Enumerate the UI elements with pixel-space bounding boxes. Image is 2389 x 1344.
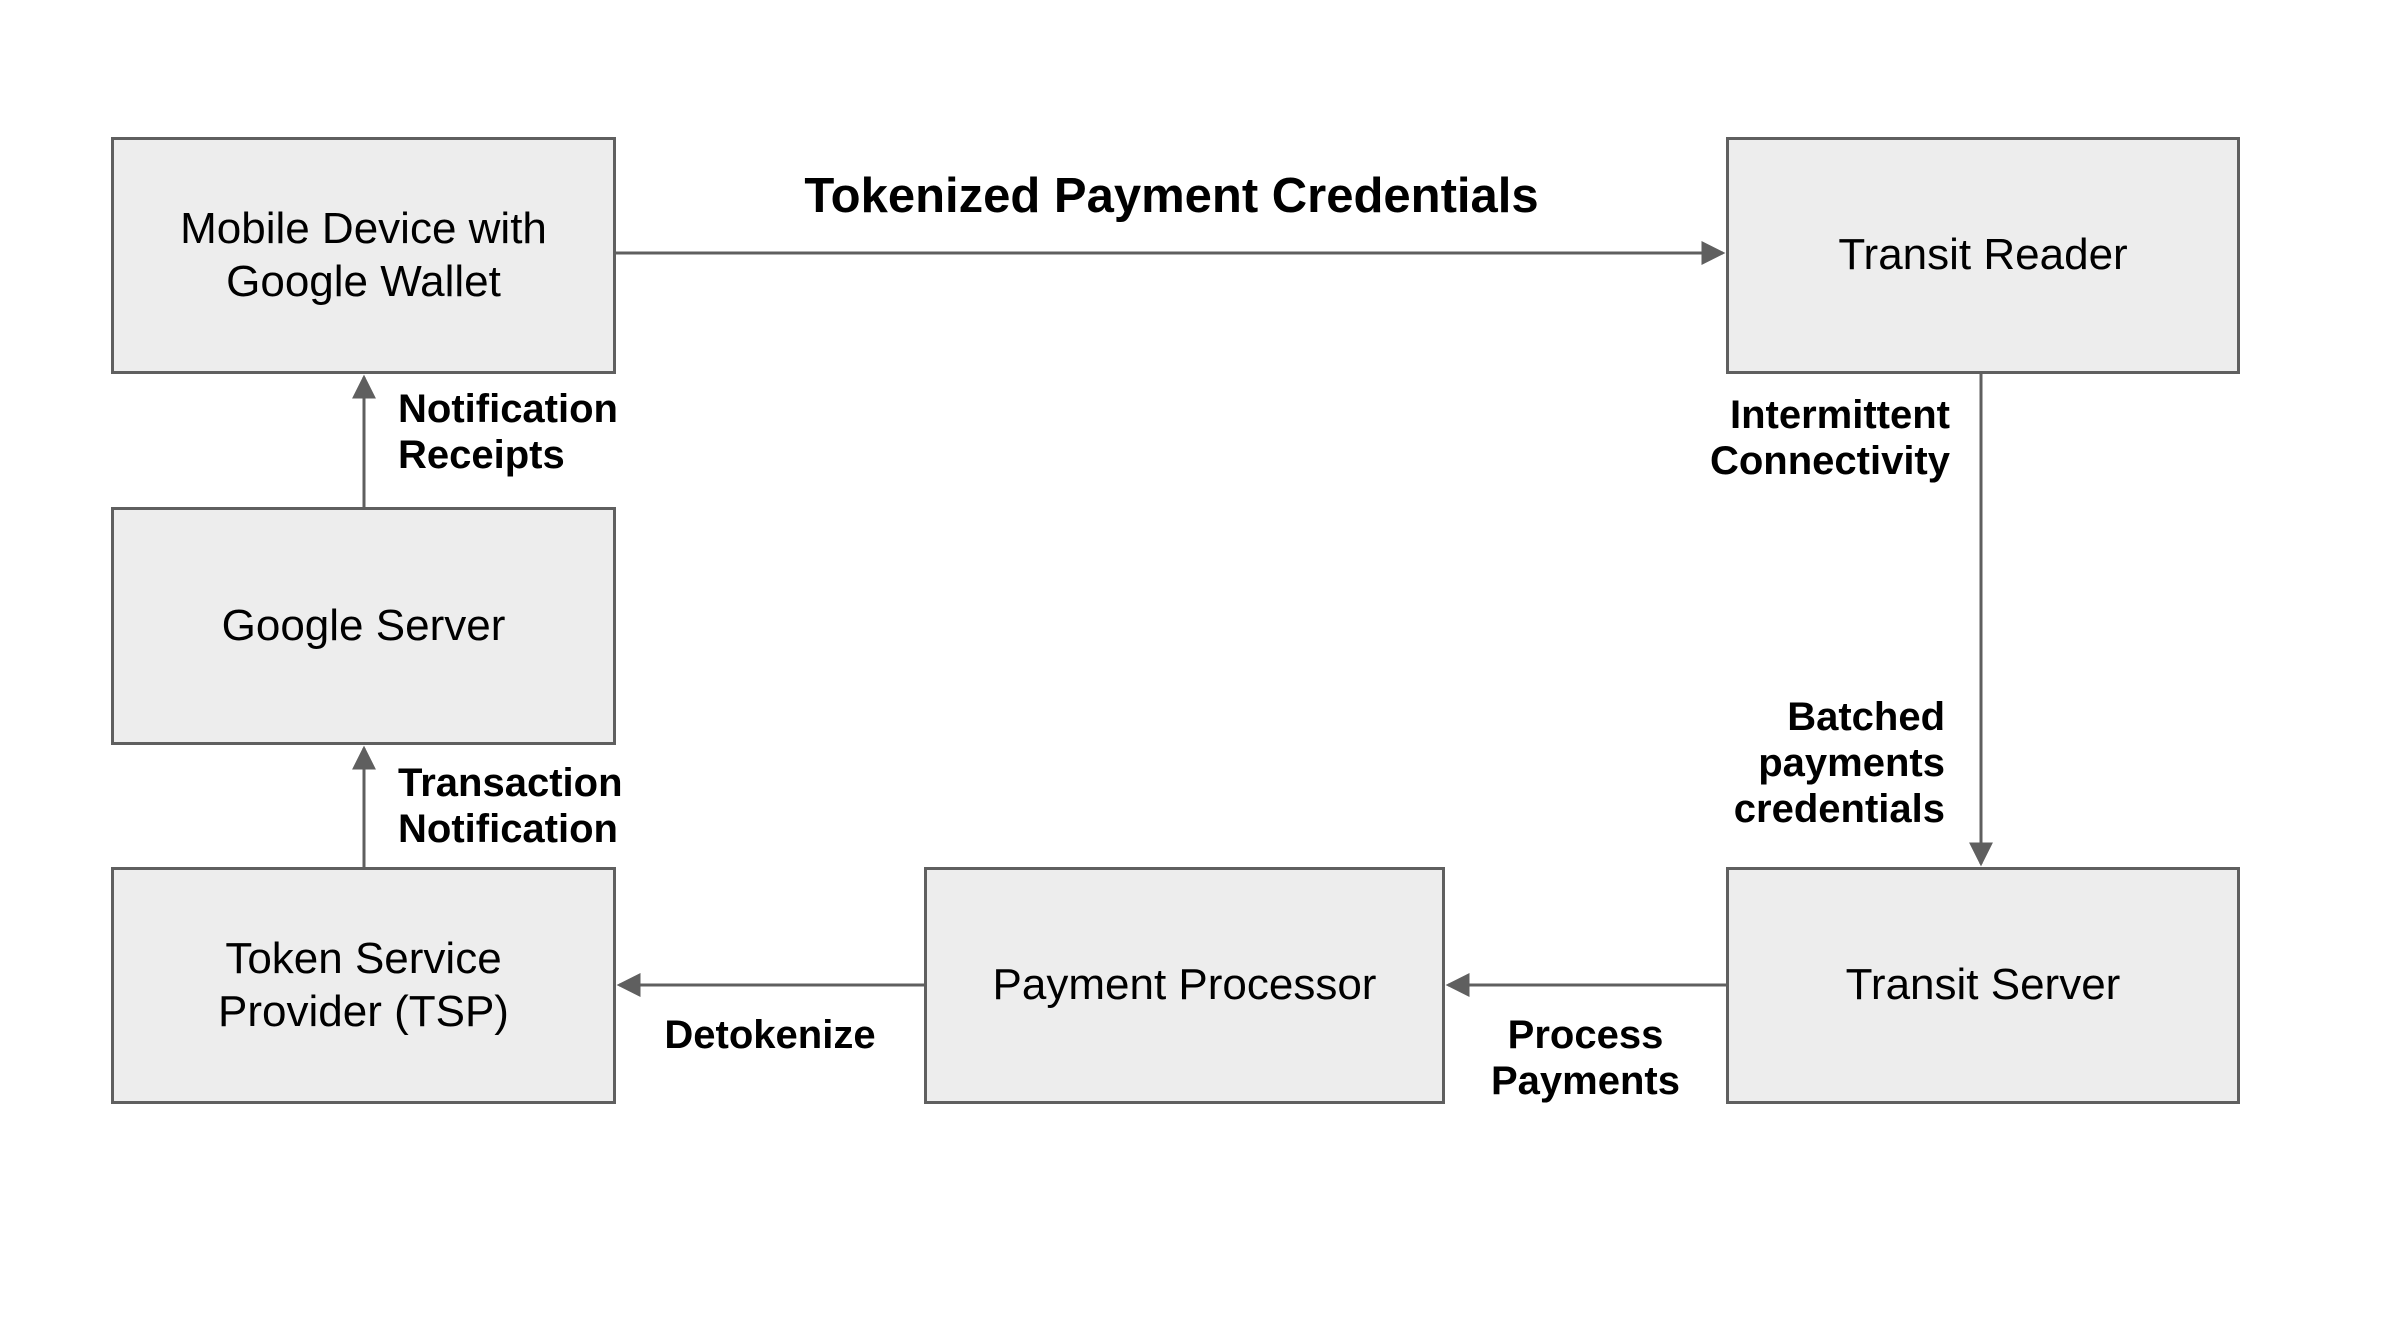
node-token-service-provider: Token Service Provider (TSP) <box>111 867 616 1104</box>
node-label-line: Mobile Device with <box>180 203 547 253</box>
node-label-line: Transit Server <box>1845 960 2121 1010</box>
node-label-line: Token Service <box>225 933 502 983</box>
edge-label-process-payments: Process Payments <box>1445 1012 1726 1104</box>
node-label-line: Google Wallet <box>226 256 501 306</box>
node-label-line: Provider (TSP) <box>218 986 509 1036</box>
node-payment-processor: Payment Processor <box>924 867 1445 1104</box>
edge-label-text: Connectivity <box>1709 439 1950 483</box>
edge-label-batched-payments-credentials: Batched payments credentials <box>1610 694 1945 832</box>
node-mobile-device-google-wallet: Mobile Device with Google Wallet <box>111 137 616 374</box>
edge-label-text: Intermittent <box>1730 393 1950 437</box>
edge-label-text: Detokenize <box>664 1013 876 1057</box>
edge-label-text: Notification <box>398 387 618 431</box>
node-label-line: Payment Processor <box>992 960 1377 1010</box>
node-google-server: Google Server <box>111 507 616 745</box>
node-transit-server: Transit Server <box>1726 867 2240 1104</box>
edge-label-text: credentials <box>1733 787 1945 831</box>
edge-label-text: Batched <box>1787 695 1945 739</box>
node-label-line: Transit Reader <box>1838 230 2128 280</box>
edge-label-text: Notification <box>398 807 618 851</box>
edge-label-tokenized-payment-credentials: Tokenized Payment Credentials <box>616 168 1727 224</box>
edge-label-text: Receipts <box>398 433 565 477</box>
edge-label-detokenize: Detokenize <box>616 1012 924 1058</box>
edge-label-text: Transaction <box>398 761 623 805</box>
edge-label-text: Payments <box>1491 1059 1680 1103</box>
node-transit-reader: Transit Reader <box>1726 137 2240 374</box>
edge-label-intermittent-connectivity: Intermittent Connectivity <box>1610 392 1950 484</box>
node-label-line: Google Server <box>221 600 506 650</box>
edge-label-notification-receipts: Notification Receipts <box>398 386 618 478</box>
edge-label-text: Tokenized Payment Credentials <box>804 169 1539 223</box>
edge-label-text: payments <box>1758 741 1945 785</box>
edge-label-text: Process <box>1507 1013 1664 1057</box>
edge-label-transaction-notification: Transaction Notification <box>398 760 623 852</box>
